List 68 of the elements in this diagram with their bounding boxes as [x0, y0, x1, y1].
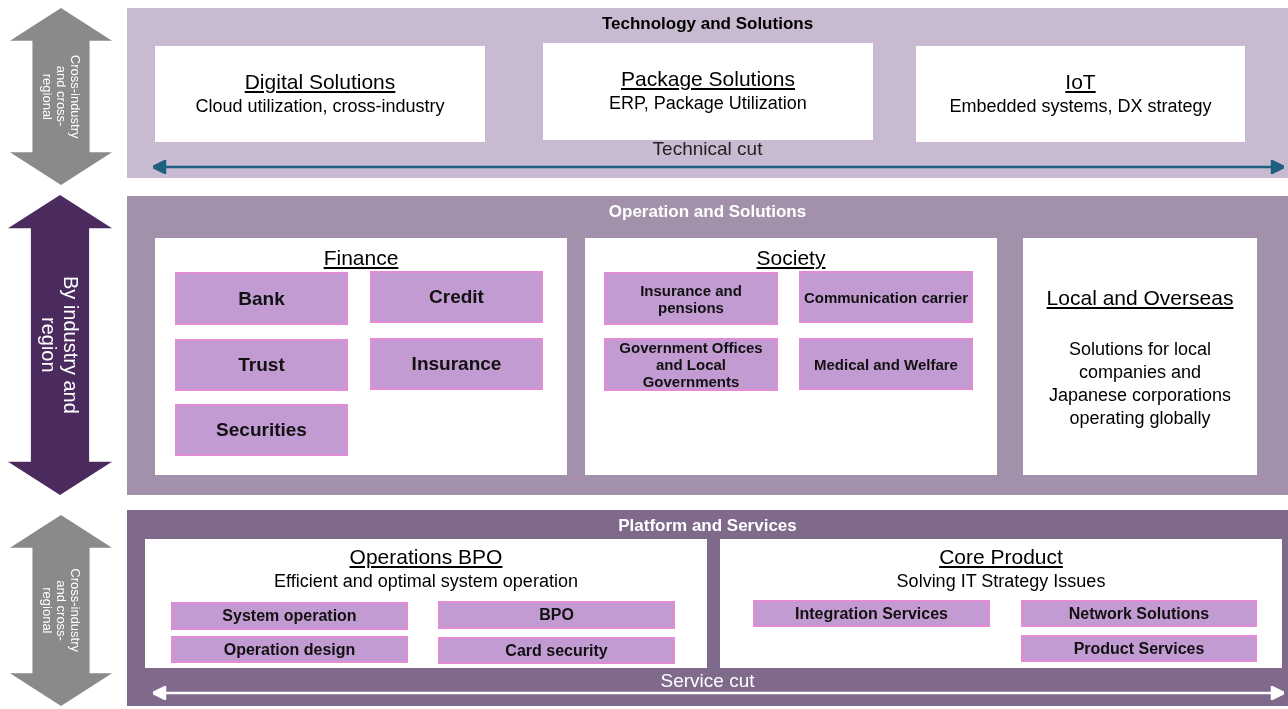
tag-text: Securities [216, 419, 307, 441]
tag-text: Trust [238, 354, 285, 376]
tag-text: Bank [238, 287, 285, 310]
section-band [127, 8, 1288, 178]
section-title: Platform and Services [617, 516, 798, 536]
service-tag [1021, 635, 1257, 662]
service-tag [175, 272, 348, 325]
card-text: Efficient and optimal system operation [274, 571, 578, 592]
category-card [543, 43, 873, 140]
tag-text: Communication carrier [803, 288, 969, 306]
arrow-text: Cross-industry and cross-regional [39, 567, 83, 655]
service-tag [438, 601, 675, 629]
cut-label: Service cut [660, 670, 755, 692]
section-band [127, 510, 1288, 706]
vertical-banner [8, 195, 112, 495]
tag-text: System operation [222, 607, 357, 625]
tag-text: Government Offices and Local Governments [618, 339, 764, 390]
service-tag [438, 637, 675, 664]
vertical-banner [10, 515, 112, 706]
tag-text: BPO [539, 606, 574, 624]
category-card [916, 46, 1245, 142]
arrow-text: Cross-industry and cross-regional [39, 53, 83, 141]
tag-text: Product Services [1073, 639, 1205, 658]
card-text: Cloud utilization, cross-industry [195, 96, 445, 117]
card-heading: Digital Solutions [244, 70, 396, 94]
vertical-banner [10, 8, 112, 185]
service-tag [753, 600, 990, 627]
cut-label: Technical cut [652, 138, 763, 160]
tag-text: Integration Services [795, 604, 948, 623]
tag-text: Credit [429, 286, 484, 308]
service-tag [175, 339, 348, 391]
card-heading: Package Solutions [621, 67, 795, 91]
service-tag [171, 602, 408, 630]
service-tag [370, 338, 543, 390]
service-tag [604, 272, 778, 325]
card-heading: Local and Overseas [1046, 286, 1234, 310]
category-card [585, 238, 997, 475]
category-card [720, 539, 1282, 668]
card-text: ERP, Package Utilization [609, 93, 807, 114]
section-title: Technology and Solutions [600, 14, 815, 34]
section-band [127, 196, 1288, 495]
category-card [155, 46, 485, 142]
service-tag [1021, 600, 1257, 627]
service-tag [175, 404, 348, 456]
card-heading: Finance [323, 246, 399, 270]
tag-text: Insurance [411, 353, 502, 375]
card-text: Solving IT Strategy Issues [896, 571, 1106, 592]
tag-text: Card security [505, 641, 608, 660]
category-card [1023, 238, 1257, 475]
card-text: Embedded systems, DX strategy [949, 96, 1212, 117]
card-heading: Operations BPO [349, 545, 503, 569]
card-heading: Society [756, 246, 826, 270]
category-card [145, 539, 707, 668]
service-tag [799, 338, 973, 390]
category-card [155, 238, 567, 475]
tag-text: Network Solutions [1068, 604, 1210, 623]
tag-text: Operation design [223, 640, 356, 659]
arrow-text: By industry and region [38, 275, 82, 416]
service-tag [799, 271, 973, 323]
card-heading: IoT [1065, 70, 1096, 94]
card-text: Solutions for local companies and Japanese corporations operating globally [1047, 338, 1233, 430]
tag-text: Insurance and pensions [639, 281, 743, 316]
service-tag [604, 338, 778, 391]
card-heading: Core Product [939, 545, 1063, 569]
tag-text: Medical and Welfare [814, 355, 958, 373]
service-tag [171, 636, 408, 663]
section-title: Operation and Solutions [607, 202, 808, 222]
service-tag [370, 271, 543, 323]
